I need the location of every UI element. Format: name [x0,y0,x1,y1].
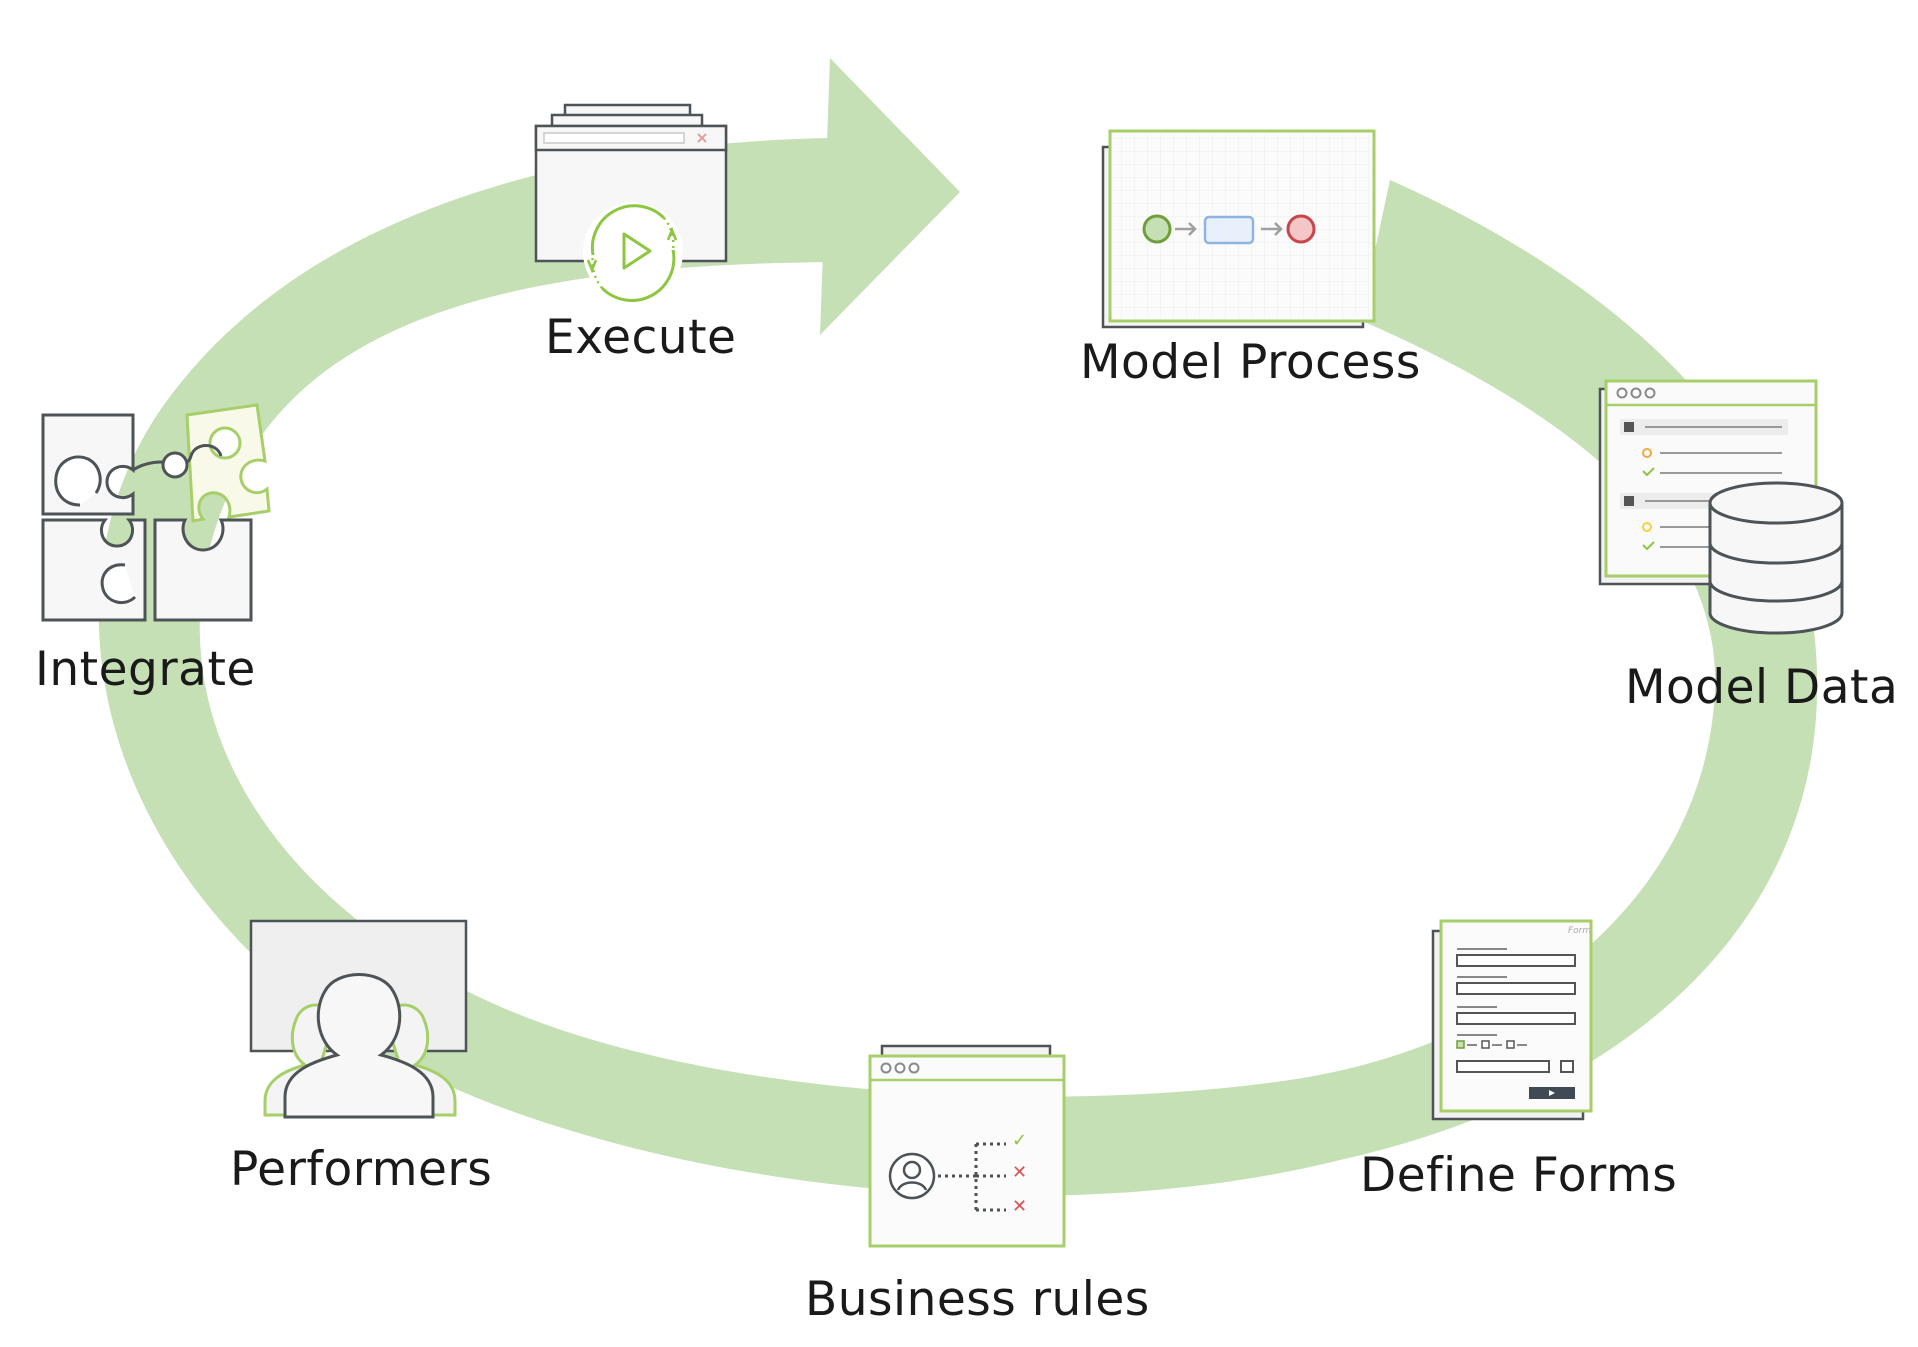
rules-icon [868,1044,1066,1248]
database-icon [1598,379,1844,635]
users-icon [249,919,468,1119]
step-label-business-rules: Business rules [805,1272,1150,1327]
step-label-performers: Performers [230,1142,493,1197]
process-flow-icon [1101,129,1376,329]
rule-mark-3: ✕ [1012,1196,1028,1217]
step-label-integrate: Integrate [35,642,256,697]
execute-play-icon [534,103,728,302]
form-icon: Form [1431,919,1593,1121]
step-label-model-data: Model Data [1625,660,1899,715]
cycle-arrowhead [820,58,960,335]
step-label-model-process: Model Process [1080,335,1421,390]
step-label-define-forms: Define Forms [1360,1148,1678,1203]
rule-mark-2: ✕ [1012,1162,1028,1183]
step-label-execute: Execute [545,310,737,365]
rule-mark-1: ✓ [1012,1130,1028,1151]
svg-text:Form: Form [1568,926,1591,936]
puzzle-icon [41,403,271,622]
